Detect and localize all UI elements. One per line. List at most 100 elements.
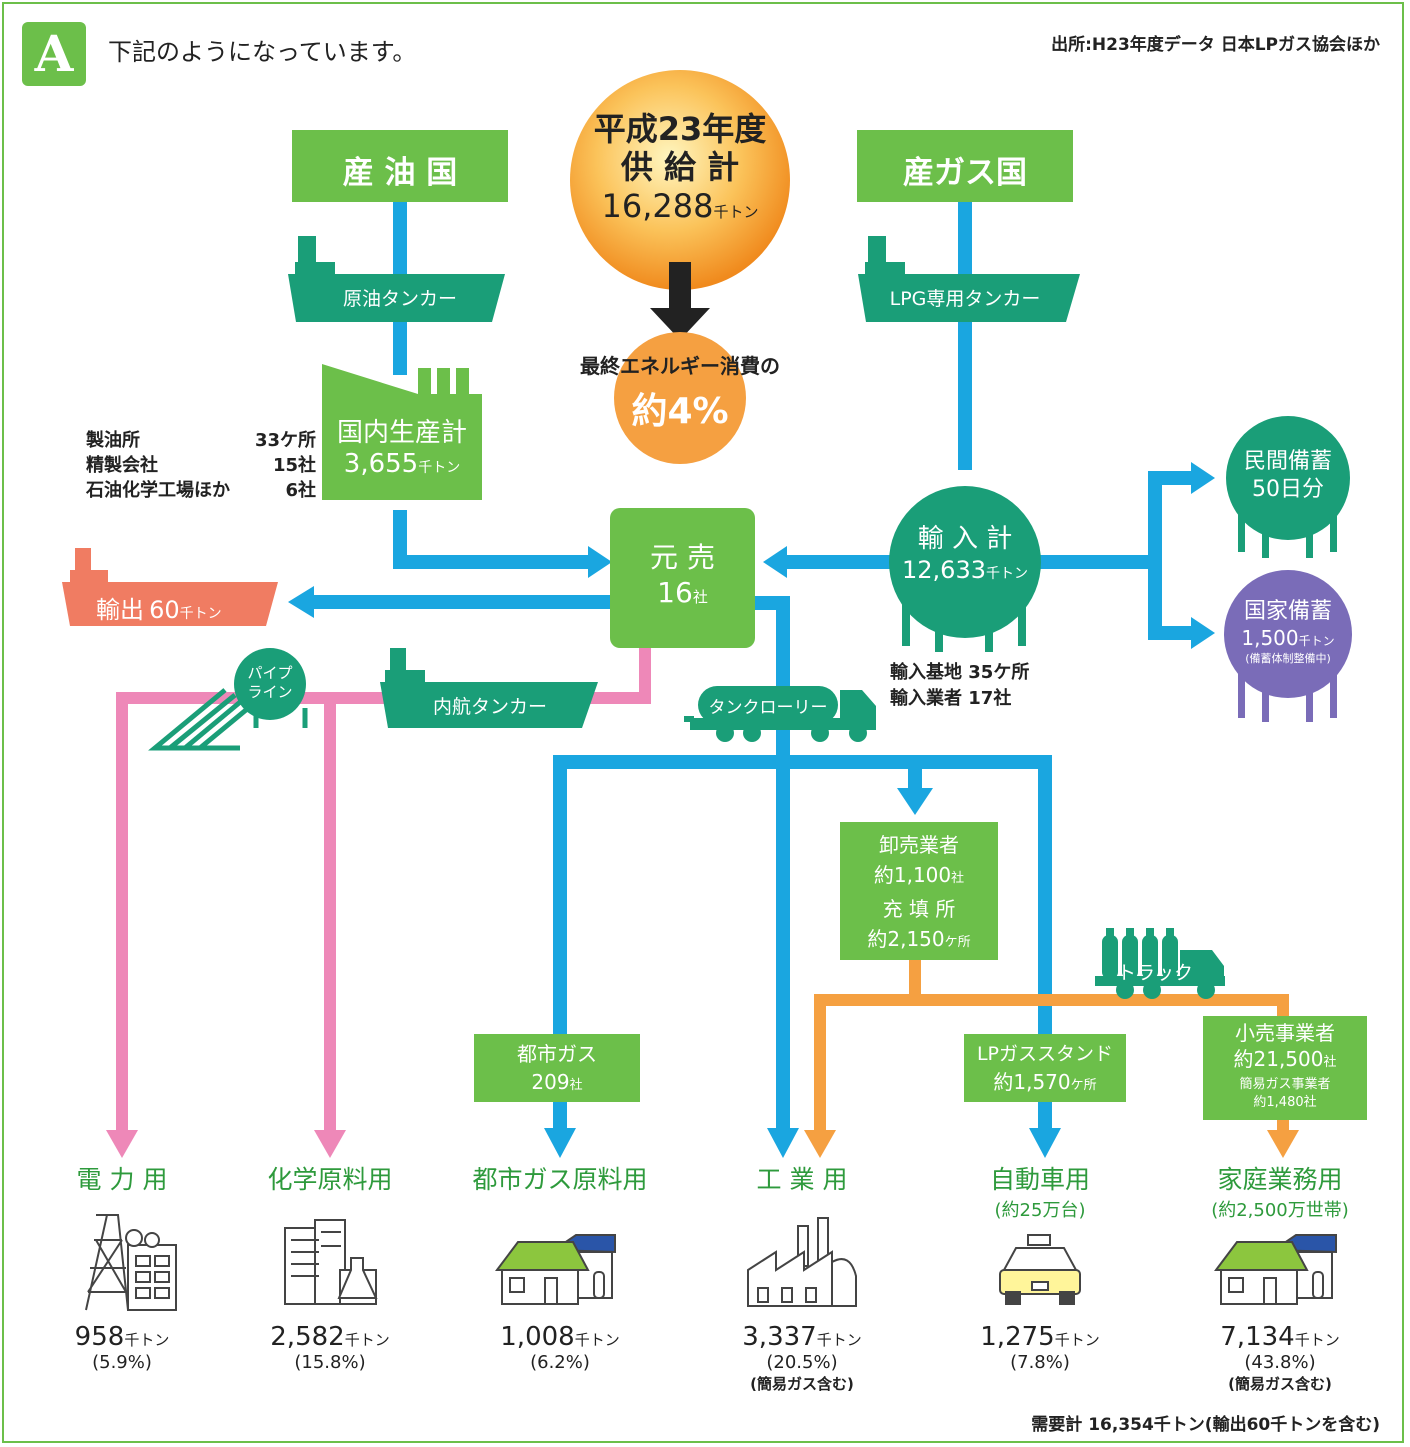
refinery-list-name: 精製会社 xyxy=(86,455,158,476)
use-value: 3,337 xyxy=(742,1322,817,1352)
use-pct: (43.8%) xyxy=(1244,1352,1316,1373)
motouri-text: 元 売 16社 xyxy=(610,540,755,609)
lpg-tanker-label: LPG専用タンカー xyxy=(889,288,1041,310)
refinery-list-count: 6社 xyxy=(285,480,316,501)
use-value-industrial: 3,337千トン (20.5%) (簡易ガス含む) xyxy=(712,1322,892,1394)
tank-lorry-icon xyxy=(684,686,876,742)
use-pct: (20.5%) xyxy=(766,1352,838,1373)
use-value: 7,134 xyxy=(1220,1322,1295,1352)
export-label: 輸出 60千トン xyxy=(96,590,222,625)
pipeline-line2: ライン xyxy=(247,683,293,701)
retail-value: 約21,500 xyxy=(1233,1047,1324,1071)
use-unit: 千トン xyxy=(1054,1331,1100,1349)
intro-text: 下記のようになっています。 xyxy=(108,38,417,66)
retail-unit: 社 xyxy=(1323,1055,1337,1070)
refinery-list-count: 15社 xyxy=(272,455,316,476)
supply-total-circle xyxy=(570,70,790,290)
use-unit: 千トン xyxy=(1294,1331,1340,1349)
lp-stand-text: LPガススタンド 約1,570ケ所 xyxy=(964,1040,1126,1100)
oil-country-label: 産 油 国 xyxy=(342,155,458,191)
use-unit: 千トン xyxy=(344,1331,390,1349)
answer-badge-letter: A xyxy=(34,24,74,83)
private-stock-line2: 50日分 xyxy=(1252,477,1324,502)
down-arrow-shaft xyxy=(669,262,691,312)
domestic-production-text: 国内生産計 3,655千トン xyxy=(322,412,482,479)
gas-country-box xyxy=(857,130,1073,202)
use-label: 家庭業務用 xyxy=(1217,1165,1343,1194)
private-stock-text: 民間備蓄 50日分 xyxy=(1230,448,1346,504)
energy-share-circle xyxy=(614,332,746,464)
national-stock-tank-icon xyxy=(1224,570,1352,722)
crude-tanker-icon xyxy=(288,236,505,322)
export-tanker-icon xyxy=(62,548,278,626)
lpg-tanker-icon xyxy=(858,236,1080,322)
wholesale-line4-unit: ケ所 xyxy=(944,935,971,950)
use-unit: 千トン xyxy=(574,1331,620,1349)
import-list-count: 17社 xyxy=(968,688,1012,709)
down-arrow-head xyxy=(650,308,710,340)
private-stock-line1: 民間備蓄 xyxy=(1243,449,1332,474)
export-value: 60 xyxy=(149,596,180,624)
domestic-line1: 国内生産計 xyxy=(336,418,467,448)
wholesale-line3: 充 填 所 xyxy=(882,897,956,921)
private-stock-tank-icon xyxy=(1226,416,1350,558)
use-label: 電 力 用 xyxy=(76,1165,168,1194)
lp-stand-value: 約1,570 xyxy=(993,1070,1071,1094)
national-stock-text: 国家備蓄 1,500千トン (備蓄体制整備中) xyxy=(1224,598,1352,666)
import-list: 輸入基地 35ケ所 輸入業者 17社 xyxy=(890,660,1029,712)
chemical-plant-icon xyxy=(284,1219,378,1305)
use-pct: (6.2%) xyxy=(530,1352,590,1373)
use-label: 自動車用 xyxy=(989,1165,1090,1194)
wholesale-line1: 卸売業者 xyxy=(879,833,959,857)
use-unit: 千トン xyxy=(816,1331,862,1349)
coastal-tanker-label: 内航タンカー xyxy=(432,696,547,718)
domestic-value: 3,655 xyxy=(343,449,419,479)
use-column-city-gas: 都市ガス原料用 xyxy=(455,1160,665,1196)
motouri-line1: 元 売 xyxy=(650,541,715,574)
city-gas-unit: 社 xyxy=(569,1078,583,1093)
retail-box xyxy=(1203,1016,1367,1120)
use-column-household: 家庭業務用 (約2,500万世帯) xyxy=(1180,1160,1380,1222)
use-value-city-gas: 1,008千トン (6.2%) xyxy=(470,1322,650,1373)
wholesale-box xyxy=(840,822,998,960)
use-pct: (7.8%) xyxy=(1010,1352,1070,1373)
motouri-unit: 社 xyxy=(692,588,708,606)
houses-icon xyxy=(495,1234,616,1305)
use-column-automobile: 自動車用 (約25万台) xyxy=(950,1160,1130,1222)
lp-stand-unit: ケ所 xyxy=(1070,1078,1097,1093)
tank-lorry-label: タンクローリー xyxy=(708,698,828,718)
taxi-icon xyxy=(999,1234,1081,1305)
use-label: 化学原料用 xyxy=(267,1165,393,1194)
crude-tanker-label: 原油タンカー xyxy=(342,288,457,310)
cylinder-truck-icon xyxy=(1095,928,1225,999)
supply-line2: 供 給 計 xyxy=(620,148,740,186)
pink-arrowheads xyxy=(106,1130,346,1158)
import-unit: 千トン xyxy=(985,566,1028,582)
city-gas-value: 209 xyxy=(531,1070,570,1094)
import-line1: 輸 入 計 xyxy=(917,524,1013,554)
blue-flow-lines xyxy=(312,200,1200,1130)
supply-unit: 千トン xyxy=(713,203,759,221)
motouri-value: 16 xyxy=(657,576,693,609)
source-note: 出所:H23年度データ 日本LPガス協会ほか xyxy=(1051,35,1380,55)
wholesale-line4-value: 約2,150 xyxy=(867,927,945,951)
use-note: (簡易ガス含む) xyxy=(1228,1375,1332,1393)
use-pct: (15.8%) xyxy=(294,1352,366,1373)
use-value-automobile: 1,275千トン (7.8%) xyxy=(950,1322,1130,1373)
supply-value: 16,288 xyxy=(601,187,714,225)
use-label: 都市ガス原料用 xyxy=(472,1165,648,1194)
energy-share-caption: 最終エネルギー消費の xyxy=(580,354,780,378)
retail-line1: 小売事業者 xyxy=(1235,1021,1335,1045)
export-unit: 千トン xyxy=(179,606,222,622)
use-value: 958 xyxy=(74,1322,125,1352)
use-pct: (5.9%) xyxy=(92,1352,152,1373)
lp-stand-line1: LPガススタンド xyxy=(976,1043,1114,1065)
use-value-power: 958千トン (5.9%) xyxy=(37,1322,207,1373)
coastal-tanker-icon xyxy=(380,648,598,728)
energy-share-value: 約4% xyxy=(631,391,729,432)
supply-line1: 平成23年度 xyxy=(593,110,767,148)
orange-arrowheads xyxy=(804,1130,1299,1158)
pipeline-circle xyxy=(234,648,306,720)
retail-sub2: 約1,480社 xyxy=(1253,1095,1317,1110)
